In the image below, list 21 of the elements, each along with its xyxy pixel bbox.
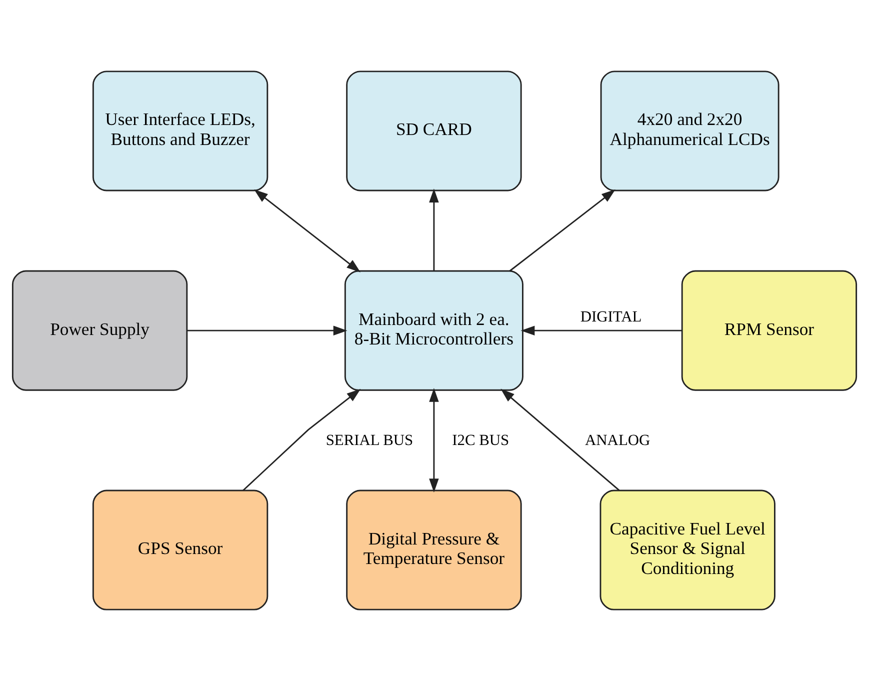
- node-box: Digital Pressure & Temperature Sensor: [346, 490, 522, 610]
- arrow: [242, 388, 361, 491]
- arrow: [520, 326, 682, 336]
- node-box: Mainboard with 2 ea. 8-Bit Microcontrollers: [344, 270, 524, 391]
- edge-label: I2C BUS: [452, 432, 510, 449]
- arrow: [509, 189, 616, 272]
- arrow: [500, 388, 620, 491]
- node-box: GPS Sensor: [92, 490, 268, 610]
- arrow: [429, 388, 439, 492]
- node-box: RPM Sensor: [681, 270, 858, 391]
- node-box: 4x20 and 2x20 Alphanumerical LCDs: [600, 70, 780, 192]
- arrow: [254, 189, 361, 272]
- arrow: [429, 188, 439, 271]
- edge-label: SERIAL BUS: [326, 432, 414, 449]
- node-box: User Interface LEDs, Buttons and Buzzer: [92, 70, 268, 192]
- node-box: Power Supply: [12, 270, 188, 391]
- node-box: SD CARD: [346, 70, 522, 192]
- node-box: Capacitive Fuel Level Sensor & Signal Conditioning: [600, 490, 776, 610]
- arrow: [187, 326, 348, 336]
- edge-label: DIGITAL: [580, 308, 642, 326]
- edge-label: ANALOG: [585, 432, 650, 449]
